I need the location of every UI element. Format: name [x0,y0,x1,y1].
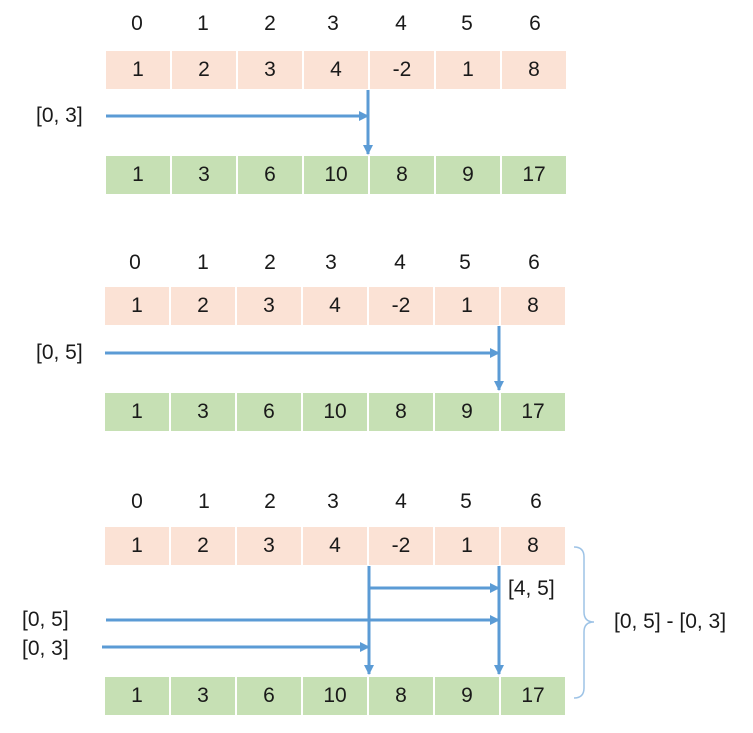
array-cell: 3 [237,527,301,565]
prefix-cell: 3 [171,393,235,431]
prefix-cell: 17 [501,393,565,431]
index-label: 1 [197,251,209,274]
index-label: 3 [327,490,339,513]
array-cell: 2 [172,51,236,89]
range-label: [0, 5] [22,608,69,631]
prefix-cell: 1 [105,393,169,431]
index-label: 1 [198,490,210,513]
range-label: [0, 3] [22,637,69,660]
array-cell: -2 [369,287,433,325]
array-cell: -2 [369,527,433,565]
array-cell: 1 [105,527,169,565]
index-label: 4 [395,490,407,513]
array-cell: 1 [436,51,500,89]
prefix-cell: 10 [303,677,367,715]
index-label: 6 [530,490,542,513]
index-label: 6 [528,251,540,274]
index-label: 1 [197,12,209,35]
prefix-cell: 17 [501,677,565,715]
right-brace [573,546,595,699]
array-cell: 3 [237,287,301,325]
prefix-cell: 8 [369,677,433,715]
prefix-cell: 9 [435,393,499,431]
index-label: 3 [327,12,339,35]
array-cell: 4 [303,287,367,325]
prefix-cell: 1 [105,677,169,715]
index-label: 2 [264,490,276,513]
prefix-cell: 6 [238,156,302,194]
index-label: 4 [395,12,407,35]
index-label: 0 [129,251,141,274]
array-cell: 4 [303,527,367,565]
array-cell: 2 [171,287,235,325]
prefix-cell: 3 [172,156,236,194]
array-cell: 1 [106,51,170,89]
prefix-cell: 10 [303,393,367,431]
range-label: [0, 3] [36,104,83,127]
difference-label: [0, 5] - [0, 3] [614,610,727,633]
index-label: 0 [131,490,143,513]
index-label: 5 [459,251,471,274]
array-cell: 1 [105,287,169,325]
prefix-cell: 10 [304,156,368,194]
prefix-cell: 6 [237,677,301,715]
index-label: 6 [529,12,541,35]
prefix-cell: 8 [369,393,433,431]
array-cell: 2 [171,527,235,565]
range-label: [4, 5] [508,577,555,600]
range-label: [0, 5] [36,341,83,364]
prefix-cell: 8 [370,156,434,194]
index-label: 2 [264,12,276,35]
array-cell: 1 [435,287,499,325]
prefix-cell: 3 [171,677,235,715]
array-cell: 3 [238,51,302,89]
prefix-cell: 1 [106,156,170,194]
index-label: 2 [264,251,276,274]
array-cell: 1 [435,527,499,565]
index-label: 4 [394,251,406,274]
index-label: 3 [325,251,337,274]
prefix-cell: 9 [435,677,499,715]
index-label: 0 [131,12,143,35]
prefix-cell: 9 [436,156,500,194]
array-cell: -2 [370,51,434,89]
index-label: 5 [460,490,472,513]
prefix-cell: 17 [502,156,566,194]
array-cell: 8 [502,51,566,89]
array-cell: 8 [501,527,565,565]
array-cell: 8 [501,287,565,325]
index-label: 5 [461,12,473,35]
array-cell: 4 [304,51,368,89]
prefix-cell: 6 [237,393,301,431]
